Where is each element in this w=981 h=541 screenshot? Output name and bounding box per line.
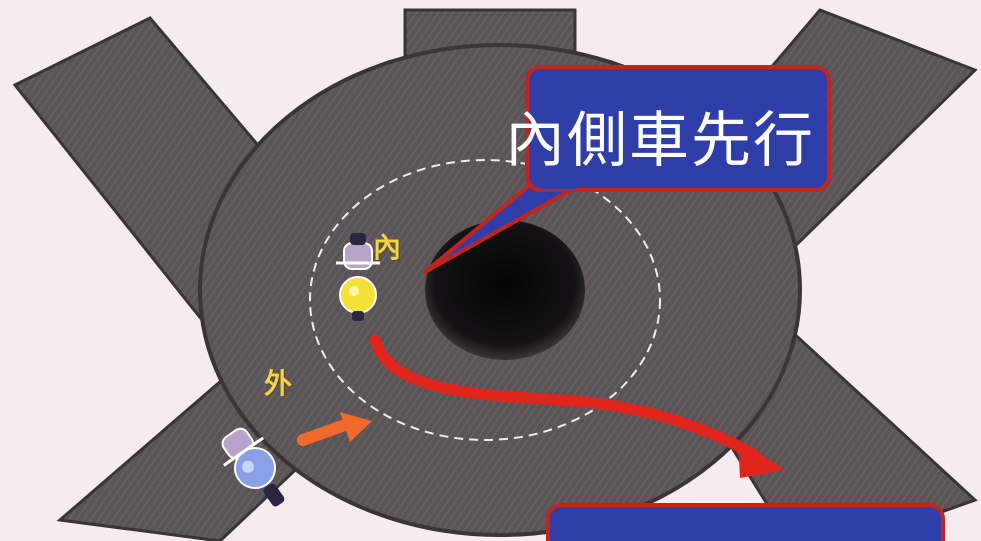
inner-label: 內 xyxy=(373,231,402,264)
callout-bubble xyxy=(423,65,831,274)
outer-vehicle-arrow xyxy=(297,412,372,446)
bottom-callout-bubble xyxy=(546,503,945,541)
callout-text: 內側車先行 xyxy=(505,106,815,176)
lane-divider-circle xyxy=(309,159,661,441)
outer-label: 外 xyxy=(264,367,293,400)
exit-path-arrow xyxy=(369,334,761,461)
exit-path-arrowhead xyxy=(738,440,785,478)
motorcycle-topview-icon xyxy=(221,427,285,507)
motorcycle-topview-icon xyxy=(336,233,380,321)
central-island xyxy=(425,220,585,360)
